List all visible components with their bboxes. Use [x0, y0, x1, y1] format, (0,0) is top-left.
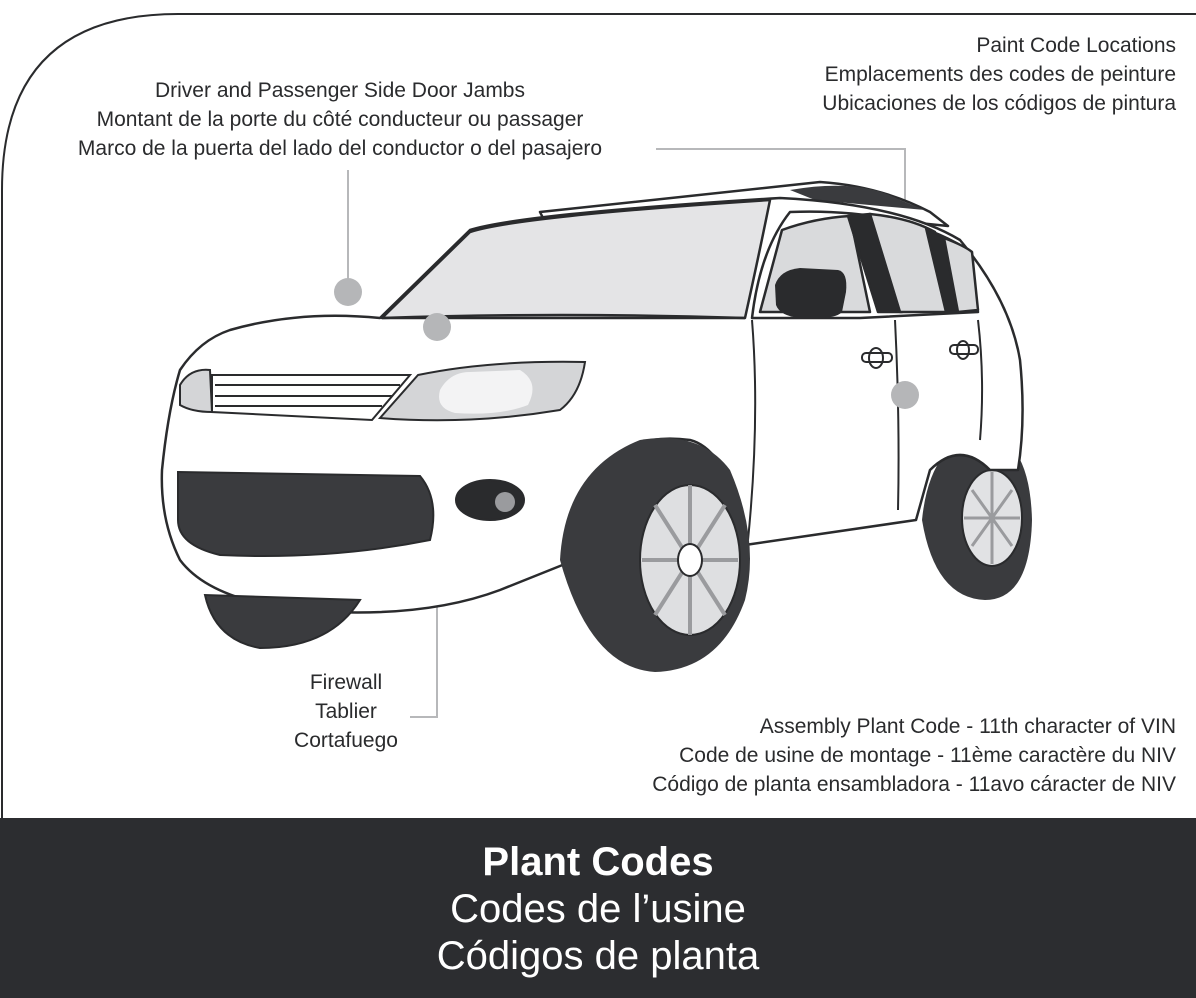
assembly-plant-es: Código de planta ensambladora - 11avo cá…	[652, 773, 1176, 796]
rear-wheel	[922, 432, 1032, 600]
firewall-en: Firewall	[309, 671, 383, 694]
location-markers	[334, 278, 919, 409]
door-side-marker	[891, 381, 919, 409]
firewall-es: Cortafuego	[294, 729, 398, 752]
paint-locations-en: Paint Code Locations	[976, 34, 1176, 57]
frame-border	[1, 13, 1196, 818]
paint-locations-label: Paint Code Locations Emplacements des co…	[822, 31, 1176, 118]
door-jambs-label: Driver and Passenger Side Door Jambs Mon…	[30, 76, 650, 163]
door-jambs-en: Driver and Passenger Side Door Jambs	[154, 79, 525, 102]
front-fascia	[177, 360, 587, 557]
front-wheel	[560, 438, 750, 672]
firewall-fr: Tablier	[315, 700, 377, 723]
footer-subtitle-fr: Codes de l’usine	[450, 887, 746, 931]
assembly-plant-en: Assembly Plant Code - 11th character of …	[759, 715, 1176, 738]
door-handles	[861, 340, 979, 369]
paint-locations-es: Ubicaciones de los códigos de pintura	[822, 92, 1176, 115]
front-left-tire	[203, 593, 362, 650]
assembly-plant-label: Assembly Plant Code - 11th character of …	[652, 712, 1176, 799]
paint-locations-fr: Emplacements des codes de peinture	[824, 63, 1176, 86]
footer-banner: Plant Codes Codes de l’usine Códigos de …	[0, 818, 1196, 998]
footer-subtitle-es: Códigos de planta	[436, 934, 760, 978]
door-jambs-fr: Montant de la porte du côté conducteur o…	[96, 108, 584, 131]
side-mirror	[775, 268, 847, 319]
door-jamb-marker	[334, 278, 362, 306]
door-jambs-es: Marco de la puerta del lado del conducto…	[77, 137, 603, 160]
firewall-label: Firewall Tablier Cortafuego	[246, 668, 446, 755]
doors	[747, 319, 984, 541]
firewall-marker	[423, 313, 451, 341]
footer-title: Plant Codes	[482, 840, 714, 884]
assembly-plant-fr: Code de usine de montage - 11ème caractè…	[679, 744, 1176, 767]
